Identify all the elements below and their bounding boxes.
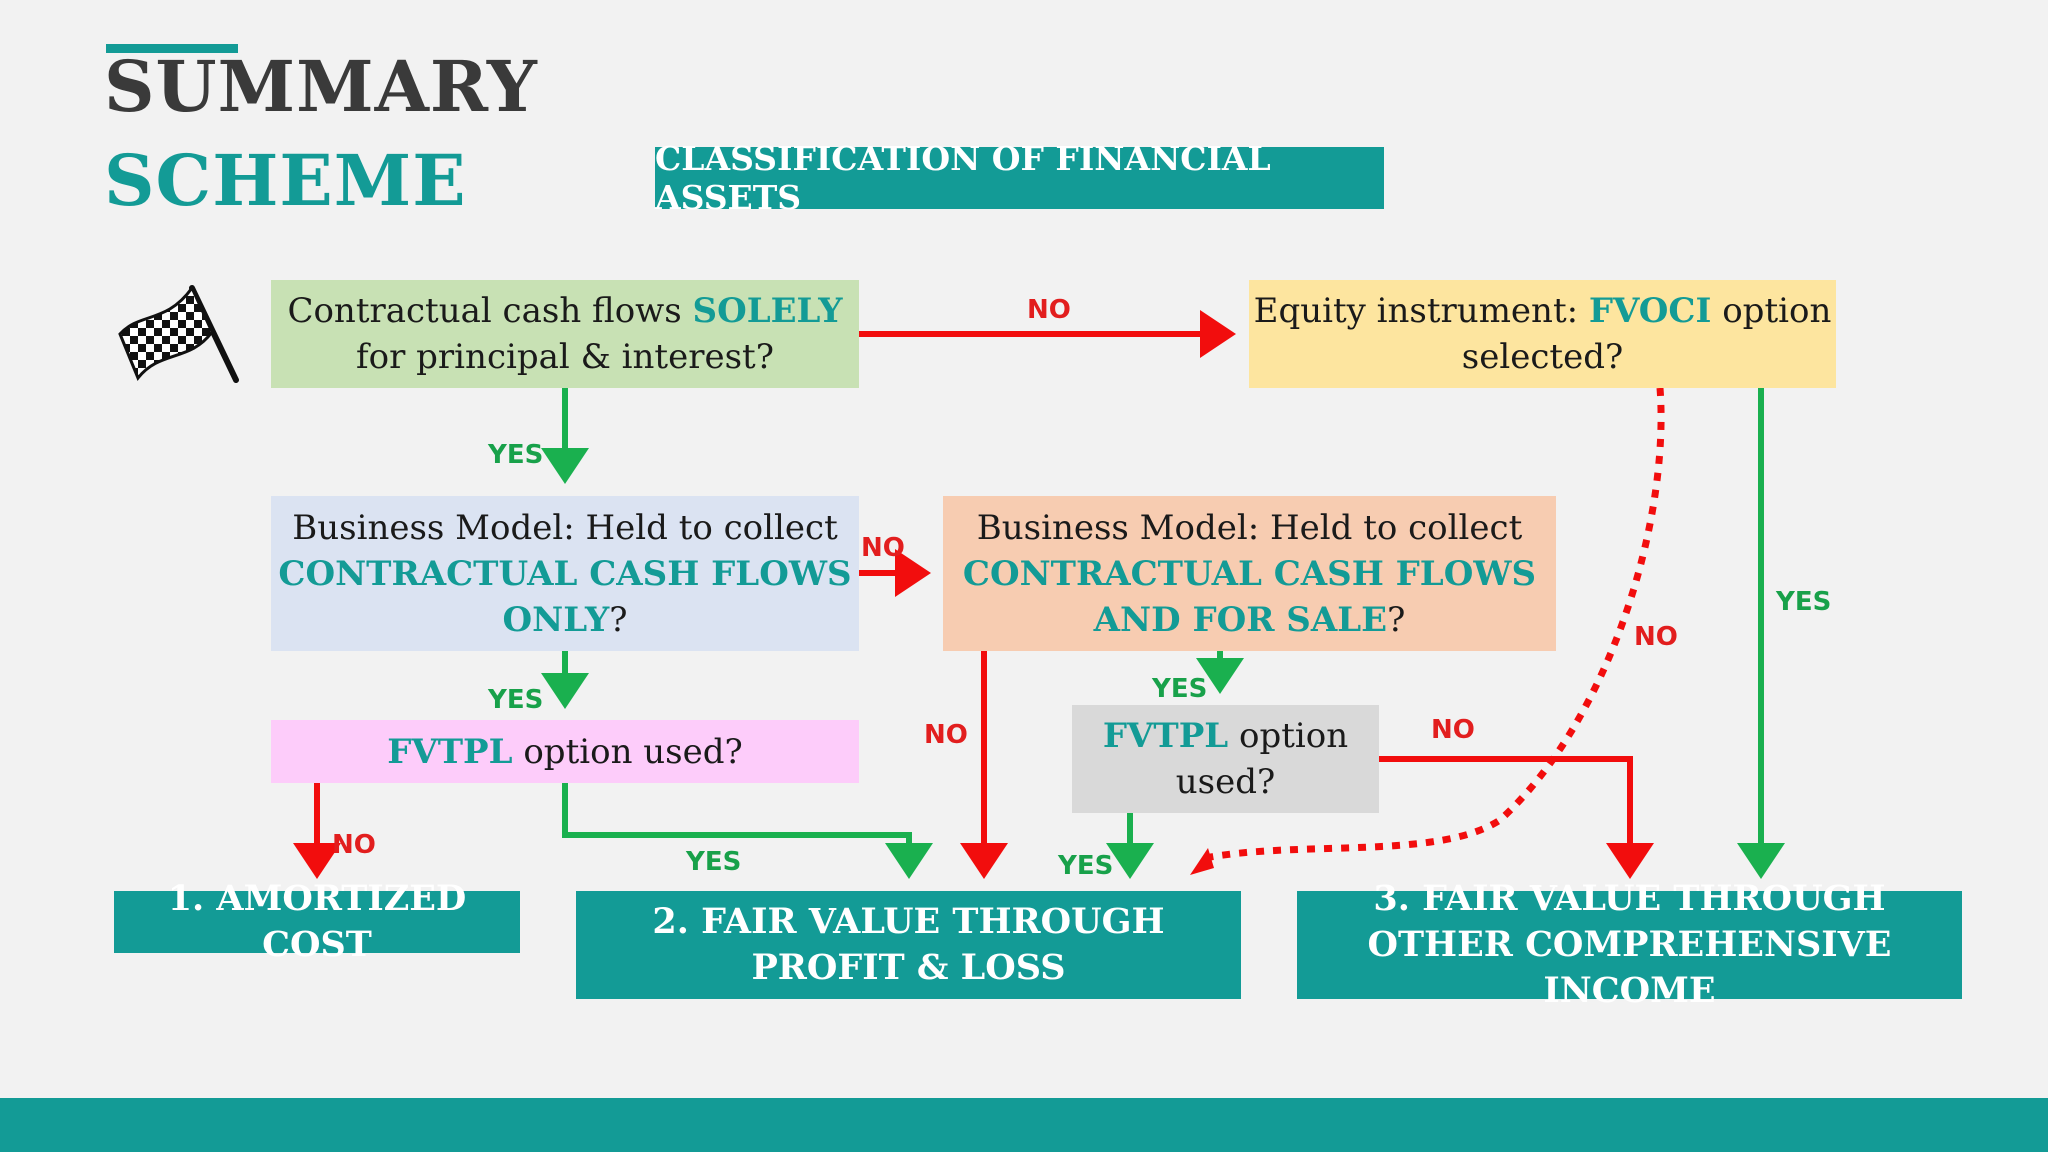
label-fv1-no: NO [332, 830, 376, 860]
label-fv1-yes: YES [686, 847, 742, 877]
label-bm2-yes: YES [1152, 674, 1208, 704]
result-fvtpl-label: 2. FAIR VALUE THROUGH PROFIT & LOSS [652, 901, 1165, 988]
label-fv2-no: NO [1431, 715, 1475, 745]
label-sppi-yes: YES [488, 440, 544, 470]
result-amortized-cost: 1. AMORTIZED COST [114, 878, 520, 965]
title-accent-bar [106, 44, 238, 53]
label-bm1-yes: YES [488, 685, 544, 715]
arrow-fv1-yes [562, 783, 933, 879]
node-fvtpl-option-2: FVTPL option used? [1072, 705, 1379, 813]
result-fvoci-label: 3. FAIR VALUE THROUGH OTHER COMPREHENSIV… [1367, 878, 1892, 1011]
page-title-line2: SCHEME [104, 139, 467, 222]
label-eq-no: NO [1634, 622, 1678, 652]
label-fv2-yes: YES [1058, 851, 1114, 881]
arrow-fv2-no [1379, 756, 1654, 879]
diagram-title: CLASSIFICATION OF FINANCIAL ASSETS [655, 139, 1384, 217]
label-sppi-no: NO [1027, 295, 1071, 325]
node-business-model-collect-and-sell: Business Model: Held to collect CONTRACT… [943, 496, 1556, 651]
footer-bar [0, 1098, 2048, 1152]
arrow-eq-no-head [1190, 848, 1214, 875]
result-fvoci: 3. FAIR VALUE THROUGH OTHER COMPREHENSIV… [1297, 878, 1962, 1011]
node-fvtpl-option-1: FVTPL option used? [271, 720, 859, 783]
checkered-flag-icon [114, 272, 240, 398]
node-business-model-collect: Business Model: Held to collect CONTRACT… [271, 496, 859, 651]
page-title-line1: SUMMARY [104, 45, 538, 128]
node-equity-question: Equity instrument: FVOCI option selected… [1249, 280, 1836, 388]
result-fvtpl: 2. FAIR VALUE THROUGH PROFIT & LOSS [576, 891, 1241, 999]
label-bm2-no: NO [924, 720, 968, 750]
label-bm1-no: NO [861, 533, 905, 563]
label-eq-yes: YES [1776, 587, 1832, 617]
node-sppi-question: Contractual cash flows SOLELY for princi… [271, 280, 859, 388]
